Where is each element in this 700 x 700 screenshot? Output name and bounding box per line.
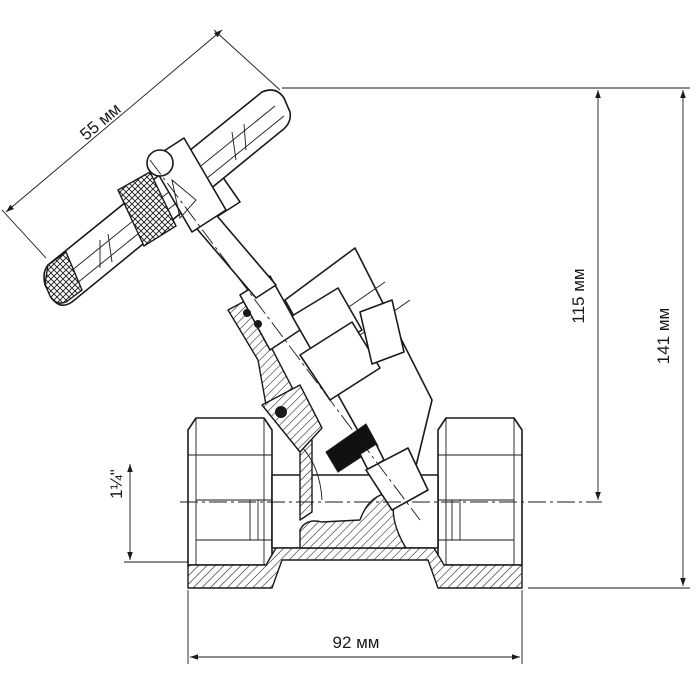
dim-thread-label: 1¼": [107, 469, 126, 499]
stem-centerline: [149, 159, 421, 521]
dimension-axis-height: 115 мм: [569, 90, 601, 500]
dimension-total-height: 141 мм: [282, 87, 690, 589]
dimension-thread: 1¼": [107, 464, 188, 563]
dimension-length: 92 мм: [187, 590, 523, 664]
dim-axis-height-label: 115 мм: [569, 268, 588, 323]
valve-body: [187, 417, 523, 589]
dim-total-height-label: 141 мм: [654, 308, 673, 364]
dim-length-label: 92 мм: [332, 633, 379, 652]
dim-handle-label: 55 мм: [76, 99, 124, 144]
bonnet-assembly: [185, 175, 433, 511]
